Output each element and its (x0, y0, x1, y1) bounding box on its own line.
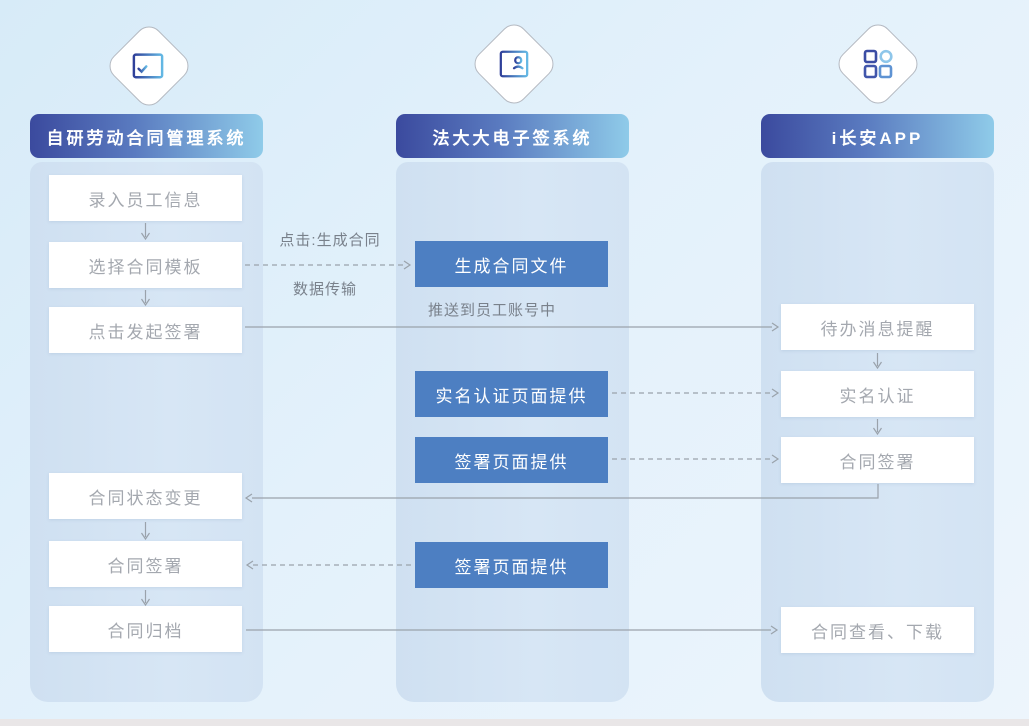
edge-label-push-to-account: 推送到员工账号中 (427, 302, 556, 319)
id-card-icon (496, 46, 532, 82)
step-sign-page-1: 签署页面提供 (415, 437, 608, 483)
edge-label-click-generate: 点击:生成合同 (279, 232, 381, 249)
column-header-self-system: 自研劳动合同管理系统 (30, 114, 263, 158)
step-view-download: 合同查看、下载 (781, 607, 974, 653)
column-header-label: 自研劳动合同管理系统 (46, 128, 247, 148)
step-realname-auth: 实名认证 (781, 371, 974, 417)
step-initiate-sign: 点击发起签署 (49, 307, 242, 353)
step-realname-page: 实名认证页面提供 (415, 371, 608, 417)
step-archive: 合同归档 (49, 606, 242, 652)
step-select-template: 选择合同模板 (49, 242, 242, 288)
step-status-change: 合同状态变更 (49, 473, 242, 519)
app-grid-icon (860, 46, 896, 82)
step-sign-page-2: 签署页面提供 (415, 542, 608, 588)
calendar-check-icon (130, 47, 166, 83)
column-header-fadada: 法大大电子签系统 (396, 114, 629, 158)
step-generate-contract-file: 生成合同文件 (415, 241, 608, 287)
edge-label-data-transfer: 数据传输 (292, 281, 357, 298)
column-header-label: i长安APP (831, 128, 924, 148)
step-contract-sign-right: 合同签署 (781, 437, 974, 483)
footer-strip (0, 719, 1029, 726)
step-input-employee-info: 录入员工信息 (49, 175, 242, 221)
step-contract-sign-left: 合同签署 (49, 541, 242, 587)
step-todo-notification: 待办消息提醒 (781, 304, 974, 350)
column-header-ichangan: i长安APP (761, 114, 994, 158)
column-header-label: 法大大电子签系统 (432, 128, 593, 148)
